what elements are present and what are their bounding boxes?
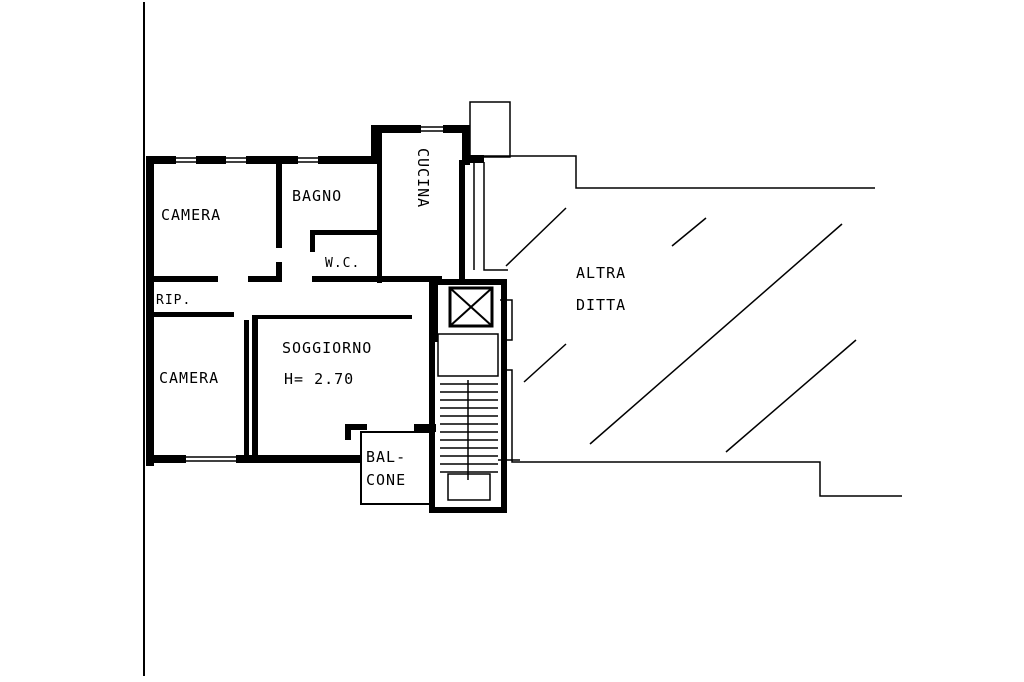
label-altra: ALTRA: [576, 264, 626, 282]
label-balcone-line2: CONE: [366, 471, 406, 489]
neighbour-outline: [469, 101, 902, 497]
room-labels: CAMERA BAGNO CUCINA W.C. RIP. SOGGIORNO …: [156, 148, 626, 489]
hatching-lines: [505, 207, 857, 453]
lift-shaft: [448, 286, 494, 328]
stair-steps: [440, 380, 498, 480]
windows: [176, 126, 443, 462]
label-bagno: BAGNO: [292, 187, 342, 205]
label-camera-bottom: CAMERA: [159, 369, 219, 387]
label-balcone-line1: BAL-: [366, 448, 406, 466]
stair-core: [429, 279, 507, 513]
label-wc: W.C.: [325, 256, 360, 271]
label-camera-top: CAMERA: [161, 206, 221, 224]
label-soggiorno: SOGGIORNO: [282, 339, 372, 357]
label-height: H= 2.70: [284, 370, 354, 388]
label-ditta: DITTA: [576, 296, 626, 314]
label-rip: RIP.: [156, 293, 191, 308]
outer-walls: [146, 125, 484, 466]
label-cucina: CUCINA: [414, 148, 432, 208]
